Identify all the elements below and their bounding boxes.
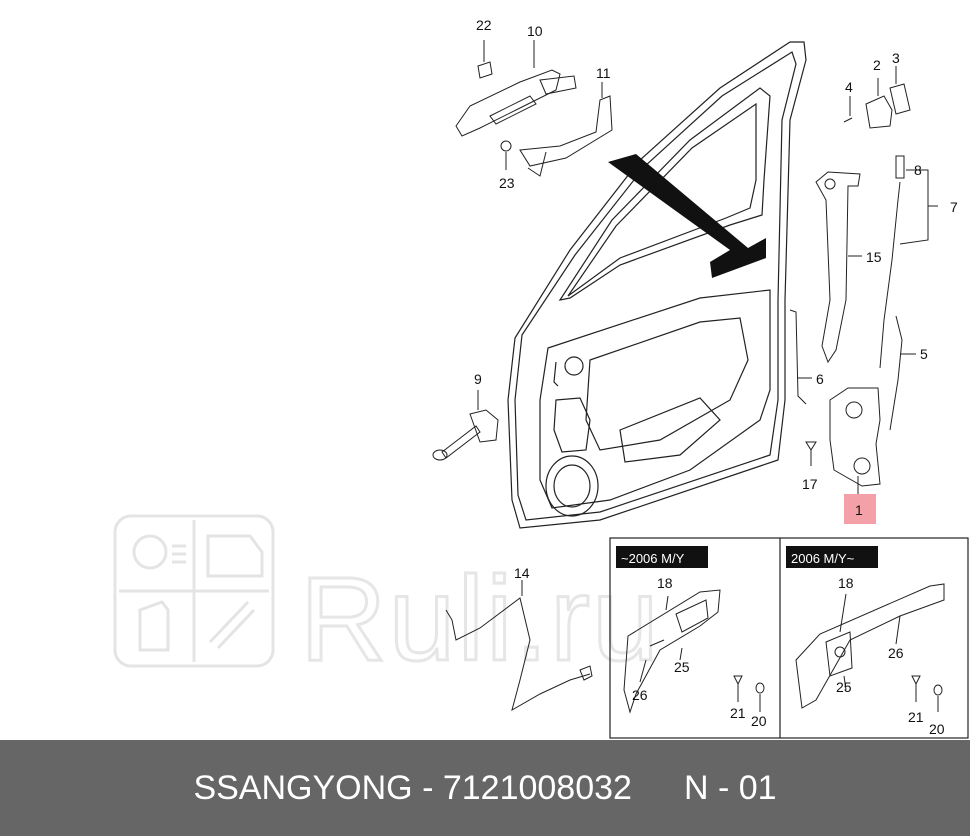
callout-labels: 22 10 11 23 2 3 4 8 7 15 5 6 9 17 1 14 1… (474, 17, 958, 737)
callout-3: 3 (892, 50, 900, 66)
inset-left-title-bg (616, 546, 708, 568)
footer-part-number: 7121008032 (442, 768, 632, 807)
inset-left-callout-25: 25 (674, 659, 690, 675)
inset-left-callout-20: 20 (751, 713, 767, 729)
inset-right-callout-26: 26 (888, 645, 904, 661)
inset-right-callout-18: 18 (838, 575, 854, 591)
inset-right-title-bg (786, 546, 878, 568)
callout-5: 5 (920, 346, 928, 362)
inset-right-callout-21: 21 (908, 709, 924, 725)
callout-15: 15 (866, 249, 882, 265)
inset-panels (609, 537, 969, 739)
part-9-door-check (432, 390, 499, 461)
callout-9: 9 (474, 371, 482, 387)
inset-right-callout-20: 20 (929, 721, 945, 737)
part-14-cable (445, 580, 593, 712)
callout-6: 6 (816, 371, 824, 387)
highlight-part-1 (844, 494, 876, 524)
callout-23: 23 (499, 175, 515, 191)
callout-7: 7 (950, 199, 958, 215)
callout-10: 10 (527, 23, 543, 39)
watermark-text: Ruli.ru (300, 552, 661, 686)
window-glass-band (608, 154, 766, 278)
part-6-rod (789, 309, 812, 405)
footer-page-ref: N - 01 (683, 768, 777, 807)
part-7-8-lock-rod (879, 155, 938, 369)
part-10-outside-handle (455, 40, 577, 137)
part-15-window-channel (815, 171, 862, 364)
part-17-screw (805, 441, 817, 466)
door-frame (507, 41, 807, 529)
part-5-rod (889, 315, 916, 431)
callout-1: 1 (855, 502, 863, 518)
part-23-grommet (500, 140, 512, 170)
part-11-bracket (519, 82, 613, 177)
inset-left-callout-26: 26 (632, 687, 648, 703)
callout-17: 17 (802, 476, 818, 492)
inset-right-handle (795, 583, 945, 712)
part-22-clip (477, 40, 493, 79)
footer-bar: SSANGYONG - 7121008032 N - 01 (0, 740, 970, 836)
part-2-3-4-hinge (843, 66, 911, 129)
footer-separator: - (412, 768, 443, 807)
footer-brand: SSANGYONG (193, 768, 413, 807)
callout-2: 2 (873, 57, 881, 73)
watermark-logo (113, 514, 275, 668)
inset-left-callout-18: 18 (657, 575, 673, 591)
inset-left-title: ~2006 M/Y (621, 551, 685, 566)
inset-left-handle (623, 589, 765, 714)
callout-11: 11 (596, 65, 611, 81)
inset-right-title: 2006 M/Y~ (791, 551, 855, 566)
callout-8: 8 (914, 162, 922, 178)
callout-14: 14 (514, 565, 530, 581)
callout-22: 22 (476, 17, 492, 33)
callout-4: 4 (845, 79, 853, 95)
inset-left-callout-21: 21 (730, 705, 746, 721)
part-1-door-latch (829, 387, 881, 494)
inset-right-callout-25: 25 (836, 679, 852, 695)
